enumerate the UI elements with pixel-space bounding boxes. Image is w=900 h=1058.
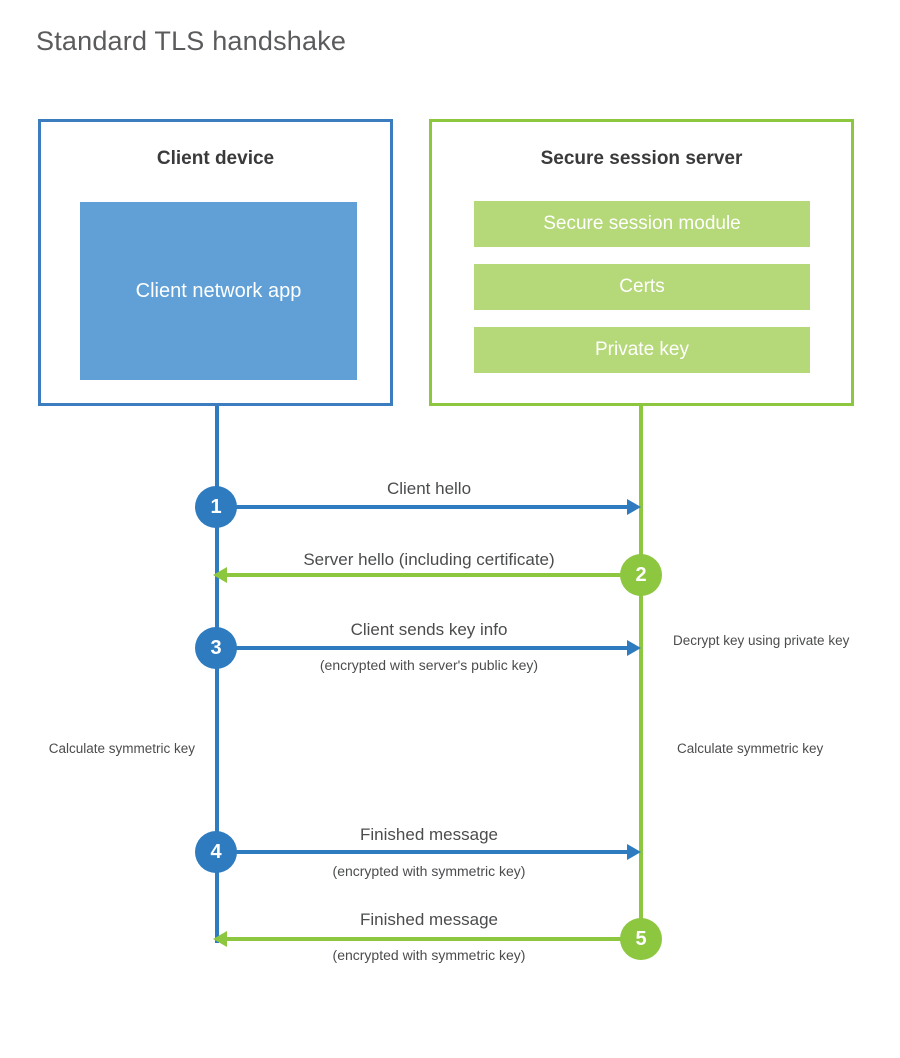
client-network-app-block: Client network app [80,202,357,380]
step-badge-4[interactable]: 4 [195,831,237,873]
step-4-sublabel: (encrypted with symmetric key) [332,863,526,879]
step-3-arrow-head-icon [627,640,641,656]
step-5-label: Finished message [360,910,498,929]
step-4-label: Finished message [360,825,498,844]
server-lifeline [639,406,643,940]
step-badge-3[interactable]: 3 [195,627,237,669]
step-2-arrow-line [227,573,641,577]
step-4-arrow-head-icon [627,844,641,860]
secure-session-server-title: Secure session server [540,148,743,169]
step-5-arrow-head-icon [213,931,227,947]
note-client-calculate-symmetric-key: Calculate symmetric key [48,741,195,756]
step-1-arrow-head-icon [627,499,641,515]
step-2-arrow-head-icon [213,567,227,583]
step-badge-5[interactable]: 5 [620,918,662,960]
page-title: Standard TLS handshake [36,26,347,56]
server-item-private-key: Private key [474,327,810,373]
step-3-arrow-line [217,646,629,650]
client-device-title: Client device [156,148,275,169]
step-1-arrow-line [217,505,629,509]
step-3-sublabel: (encrypted with server's public key) [319,657,539,673]
secure-session-server-box: Secure session server Secure session mod… [429,119,854,406]
step-4-arrow-line [217,850,629,854]
server-item-secure-session-module: Secure session module [474,201,810,247]
step-1-label: Client hello [386,479,472,498]
client-device-box: Client device Client network app [38,119,393,406]
client-lifeline [215,406,219,943]
step-badge-1[interactable]: 1 [195,486,237,528]
server-item-certs: Certs [474,264,810,310]
step-2-label: Server hello (including certificate) [303,550,555,569]
step-5-arrow-line [227,937,641,941]
step-3-label: Client sends key info [350,620,508,639]
step-5-sublabel: (encrypted with symmetric key) [332,947,526,963]
note-server-calculate-symmetric-key: Calculate symmetric key [677,741,824,756]
step-badge-2[interactable]: 2 [620,554,662,596]
note-decrypt-key: Decrypt key using private key [673,633,850,648]
